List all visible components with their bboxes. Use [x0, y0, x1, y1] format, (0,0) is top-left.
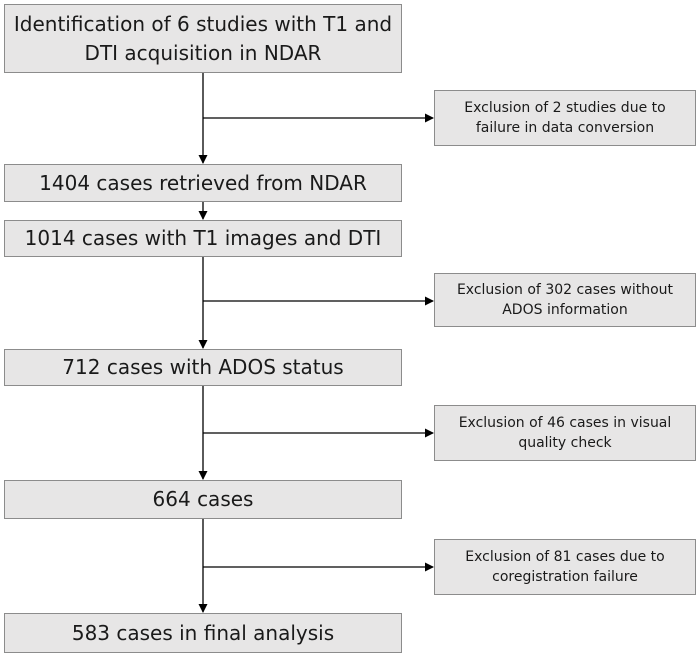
step-t1-dti-box: 1014 cases with T1 images and DTI: [4, 220, 402, 257]
exclusion-quality-check-line1: Exclusion of 46 cases in visual: [458, 415, 672, 431]
step-ados-status-box: 712 cases with ADOS status: [4, 349, 402, 386]
step-identification-box: Identification of 6 studies with T1 and …: [4, 4, 402, 73]
exclusion-ados-box: Exclusion of 302 cases without ADOS info…: [434, 273, 696, 327]
exclusion-quality-check-line2: quality check: [518, 435, 612, 451]
step-t1-dti-label: 1014 cases with T1 images and DTI: [24, 226, 382, 250]
step-final-analysis-label: 583 cases in final analysis: [71, 620, 335, 645]
exclusion-conversion-line2: failure in data conversion: [475, 120, 655, 136]
exclusion-conversion-box: Exclusion of 2 studies due to failure in…: [434, 90, 696, 146]
step-identification-line2: DTI acquisition in NDAR: [84, 40, 322, 65]
step-identification-line1: Identification of 6 studies with T1 and: [13, 11, 393, 36]
step-664-cases-label: 664 cases: [152, 487, 254, 511]
step-664-cases-box: 664 cases: [4, 480, 402, 519]
exclusion-coregistration-line2: coregistration failure: [492, 569, 638, 585]
step-retrieved-box: 1404 cases retrieved from NDAR: [4, 164, 402, 202]
exclusion-quality-check-box: Exclusion of 46 cases in visual quality …: [434, 405, 696, 461]
step-final-analysis-box: 583 cases in final analysis: [4, 613, 402, 653]
exclusion-conversion-line1: Exclusion of 2 studies due to: [464, 100, 666, 116]
exclusion-ados-line2: ADOS information: [502, 302, 628, 318]
exclusion-ados-line1: Exclusion of 302 cases without: [456, 282, 674, 298]
exclusion-coregistration-line1: Exclusion of 81 cases due to: [465, 549, 665, 565]
exclusion-coregistration-box: Exclusion of 81 cases due to coregistrat…: [434, 539, 696, 595]
step-retrieved-label: 1404 cases retrieved from NDAR: [39, 170, 367, 195]
step-ados-status-label: 712 cases with ADOS status: [62, 355, 344, 379]
